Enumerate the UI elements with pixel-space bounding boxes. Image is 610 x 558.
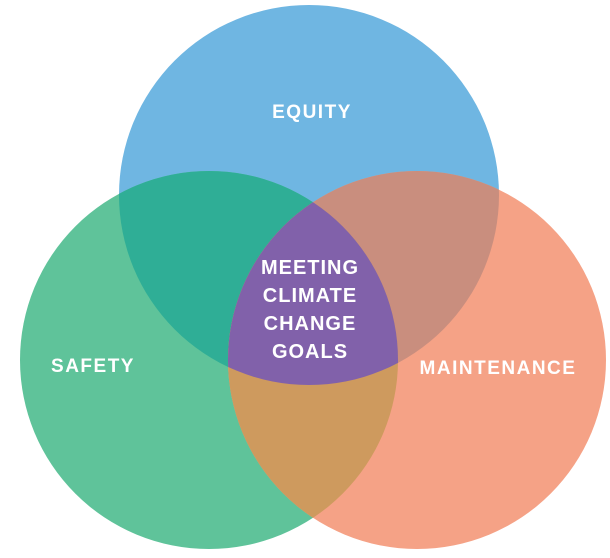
- center-overlap: [228, 171, 398, 385]
- maintenance-label: MAINTENANCE: [419, 358, 577, 379]
- center-label: MEETING CLIMATE CHANGE GOALS: [260, 257, 360, 363]
- safety-label: SAFETY: [51, 356, 135, 377]
- equity-label: EQUITY: [272, 102, 352, 123]
